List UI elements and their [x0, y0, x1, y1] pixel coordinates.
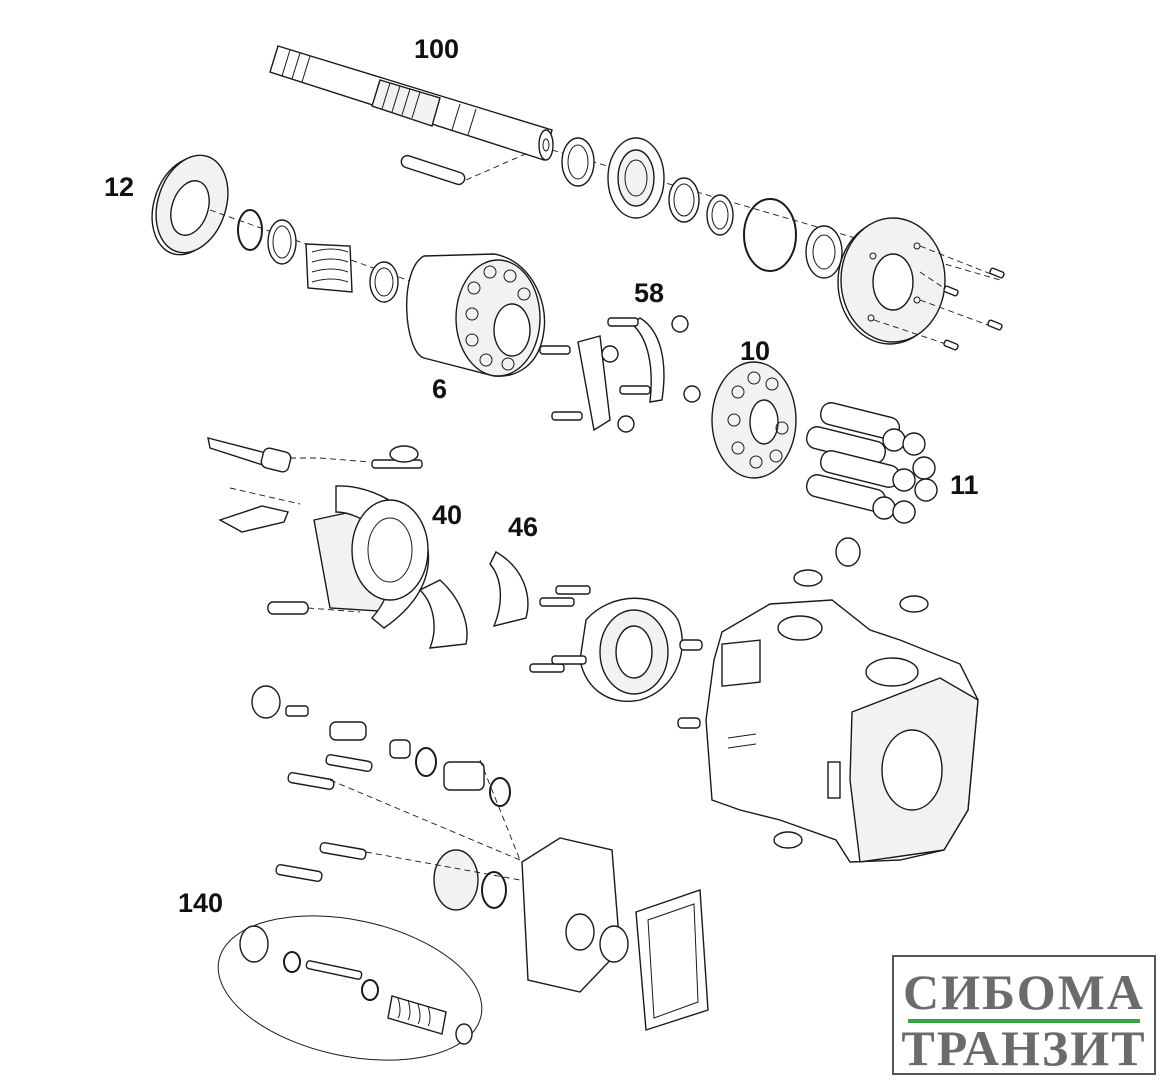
callout-58: 58	[634, 278, 664, 308]
retaining-plate-10	[711, 361, 797, 479]
pin-lever-assembly	[207, 437, 423, 615]
company-logo: СИБОМА ТРАНЗИТ	[892, 955, 1156, 1075]
cylinder-block-6	[406, 253, 546, 377]
drive-shaft	[269, 45, 1001, 281]
front-flange	[837, 217, 1005, 351]
logo-accent-bar	[908, 1019, 1140, 1023]
logo-line2: ТРАНЗИТ	[901, 1020, 1147, 1076]
callout-6: 6	[432, 374, 447, 404]
pistons-11	[805, 402, 938, 524]
callout-40: 40	[432, 500, 462, 530]
shaft-bearing-group	[561, 137, 843, 279]
callout-11: 11	[950, 470, 979, 500]
control-valve-detail-140	[217, 915, 483, 1061]
logo-line1: СИБОМА	[903, 964, 1145, 1020]
pump-housing	[705, 537, 979, 863]
spring-group	[305, 243, 399, 303]
callout-100: 100	[414, 34, 459, 64]
callout-12: 12	[104, 172, 134, 202]
swivel-cradle	[529, 585, 703, 729]
end-plate-12	[151, 154, 521, 321]
swashplate-40	[313, 485, 430, 629]
callout-140: 140	[178, 888, 223, 918]
retainer-58	[539, 315, 701, 433]
bearing-shells-46	[418, 551, 529, 649]
callout-46: 46	[508, 512, 538, 542]
callout-10: 10	[740, 336, 770, 366]
control-valve-group	[251, 685, 709, 1031]
